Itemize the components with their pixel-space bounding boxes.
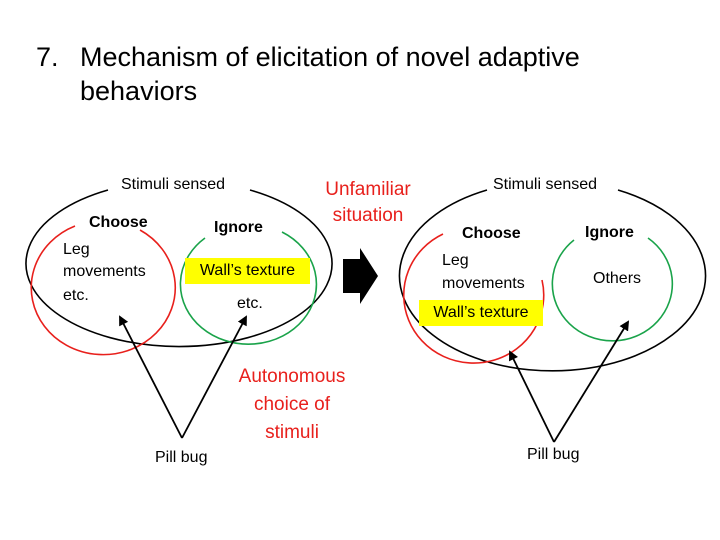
left-stimuli-label: Stimuli sensed (121, 176, 226, 193)
unfamiliar-situation-line-1: Unfamiliar (325, 179, 411, 200)
left-choose-item-2: movements (63, 263, 146, 280)
right-ignore-ring (551, 237, 674, 342)
right-ignore-label: Ignore (585, 224, 634, 241)
left-pill-bug-label: Pill bug (155, 449, 208, 466)
left-choose-label: Choose (89, 214, 148, 231)
left-choose-item-1: Leg (63, 241, 90, 258)
left-choose-ring (30, 225, 177, 356)
title-number: 7. (36, 42, 59, 72)
left-ignore-ring (179, 231, 318, 345)
right-choose-item-2: movements (442, 275, 525, 292)
left-ignore-etc: etc. (237, 295, 263, 312)
left-ignore-label: Ignore (214, 219, 263, 236)
autonomous-note-line-2: choice of (253, 394, 331, 415)
right-arrow-to-ignore (553, 320, 630, 443)
right-choose-item-1: Leg (442, 252, 469, 269)
unfamiliar-situation-line-2: situation (332, 205, 404, 226)
right-choose-ring (402, 233, 545, 364)
right-arrow-to-choose (509, 350, 555, 443)
right-stimuli-ellipse (398, 189, 707, 372)
left-arrow-to-choose (119, 315, 183, 439)
left-arrow-to-ignore (181, 315, 247, 439)
title-text: Mechanism of elicitation of novel adapti… (80, 42, 580, 106)
left-choose-item-3: etc. (63, 287, 89, 304)
autonomous-note-line-3: stimuli (265, 422, 319, 443)
right-stimuli-label: Stimuli sensed (493, 176, 598, 193)
transition-arrow (343, 248, 378, 304)
right-wall-texture-highlight: Wall’s texture (419, 300, 543, 326)
left-wall-texture-highlight: Wall’s texture (185, 258, 310, 284)
autonomous-note-line-1: Autonomous (238, 366, 346, 387)
right-pill-bug-label: Pill bug (527, 446, 580, 463)
right-ignore-item: Others (593, 270, 642, 287)
right-choose-label: Choose (462, 225, 521, 242)
left-stimuli-ellipse (25, 189, 333, 348)
